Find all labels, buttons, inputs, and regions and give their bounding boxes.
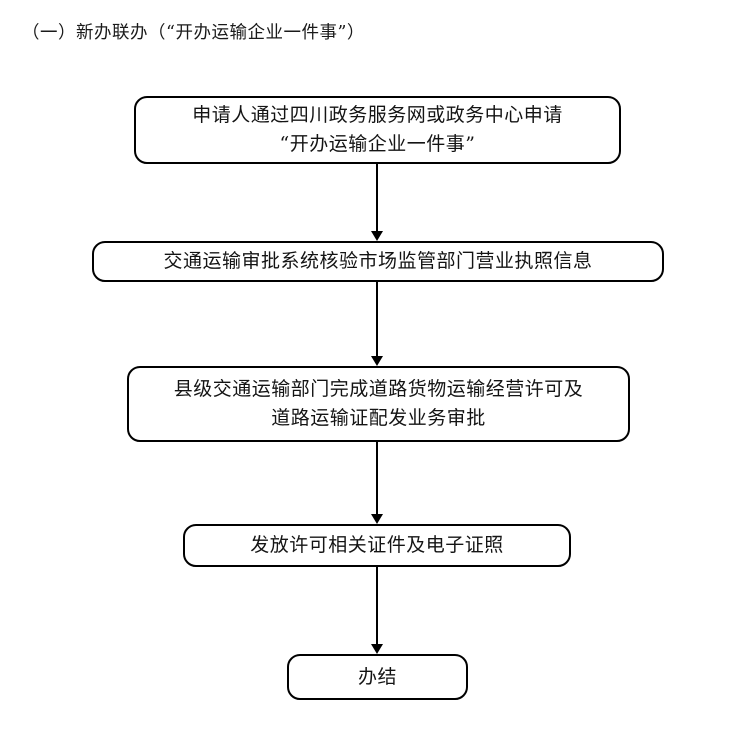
arrow-issue-to-complete-icon [371,567,383,654]
arrow-apply-to-verify-icon [371,164,383,241]
flow-node-issue-label: 发放许可相关证件及电子证照 [250,534,504,556]
flow-node-verify: 交通运输审批系统核验市场监管部门营业执照信息 [92,241,664,282]
arrow-stem [376,282,378,357]
flow-node-apply-label: 申请人通过四川政务服务网或政务中心申请 “开办运输企业一件事” [192,104,563,155]
flow-node-verify-label: 交通运输审批系统核验市场监管部门营业执照信息 [163,250,593,272]
flow-node-apply: 申请人通过四川政务服务网或政务中心申请 “开办运输企业一件事” [134,96,621,164]
arrow-stem [376,164,378,232]
arrow-stem [376,442,378,515]
flow-node-approve: 县级交通运输部门完成道路货物运输经营许可及 道路运输证配发业务审批 [127,366,630,442]
arrow-stem [376,567,378,645]
flow-node-approve-label: 县级交通运输部门完成道路货物运输经营许可及 道路运输证配发业务审批 [173,378,584,429]
arrow-head [371,231,383,241]
arrow-verify-to-approve-icon [371,282,383,366]
arrow-head [371,356,383,366]
page-title: （一）新办联办（“开办运输企业一件事”） [22,23,365,43]
flow-node-issue: 发放许可相关证件及电子证照 [183,524,571,567]
flow-node-complete-label: 办结 [357,665,397,688]
arrow-head [371,514,383,524]
arrow-approve-to-issue-icon [371,442,383,524]
flow-node-complete: 办结 [287,654,468,700]
arrow-head [371,644,383,654]
